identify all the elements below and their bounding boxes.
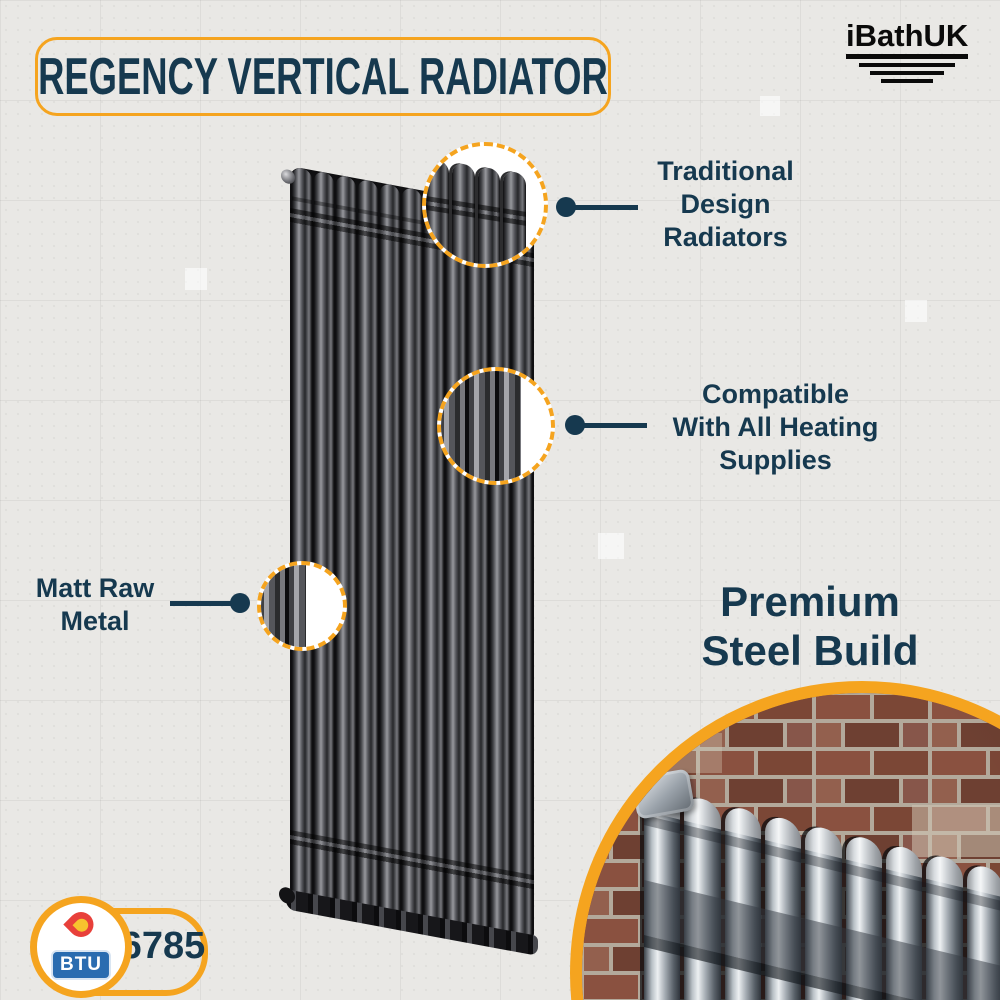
feature-line: Steel Build <box>701 627 919 674</box>
magnified-column <box>451 162 475 264</box>
feature-line: Traditional <box>657 156 794 186</box>
btu-value: 6785 <box>120 924 206 967</box>
feature-line: Premium <box>720 578 900 625</box>
feature-line: Matt Raw <box>35 573 155 603</box>
magnified-columns-detail <box>261 565 306 647</box>
decor-square <box>185 268 207 290</box>
btu-icon-circle: BTU <box>30 896 132 998</box>
feature-line: Metal <box>60 606 130 636</box>
feature-label-compatible: Compatible With All Heating Supplies <box>638 378 913 477</box>
logo-line <box>870 70 944 75</box>
magnifier-circle-compatible <box>437 367 555 485</box>
magnified-columns-detail <box>441 371 521 481</box>
decor-square <box>598 533 624 559</box>
feature-line: Supplies <box>719 445 832 475</box>
radiator-column <box>358 178 378 913</box>
leader-line-traditional <box>566 205 638 210</box>
feature-line: Design <box>680 189 771 219</box>
radiator-column <box>468 198 488 933</box>
radiator-column <box>512 207 532 941</box>
feature-line: Radiators <box>663 222 788 252</box>
leader-line-compatible <box>575 423 647 428</box>
feature-label-traditional: Traditional Design Radiators <box>628 155 823 254</box>
feature-label-matt-raw: Matt Raw Metal <box>15 572 175 638</box>
feature-line: With All Heating <box>672 412 879 442</box>
magnified-radiator-tops <box>426 158 526 264</box>
leader-line-matt-raw <box>170 601 236 606</box>
brand-logo: iBathUK <box>846 19 969 83</box>
product-photo-inset <box>570 681 1000 1000</box>
logo-line <box>859 62 955 67</box>
brand-name: iBathUK <box>846 19 969 59</box>
magnifier-circle-matt-raw <box>257 561 347 651</box>
feature-line: Compatible <box>701 379 849 409</box>
leader-dot-matt-raw <box>230 593 250 613</box>
radiator-product-image <box>279 166 538 956</box>
decor-square <box>760 96 780 116</box>
logo-line <box>881 78 933 83</box>
magnifier-circle-traditional <box>422 142 548 268</box>
radiator-column <box>490 203 510 937</box>
radiator-column <box>314 170 334 905</box>
radiator-column <box>292 166 312 901</box>
decor-square <box>905 300 927 322</box>
radiator-column <box>424 190 444 925</box>
title-banner: REGENCY VERTICAL RADIATOR <box>35 37 611 116</box>
magnified-column <box>426 158 449 264</box>
flame-icon <box>63 906 99 943</box>
radiator-column <box>402 186 422 921</box>
feature-label-premium: Premium Steel Build <box>645 577 975 675</box>
radiator-column <box>336 174 356 909</box>
page-title: REGENCY VERTICAL RADIATOR <box>38 47 608 106</box>
magnified-column <box>503 170 526 264</box>
radiator-column <box>446 194 466 929</box>
magnified-column <box>477 166 501 264</box>
radiator-column <box>380 182 400 917</box>
btu-label: BTU <box>50 950 112 980</box>
